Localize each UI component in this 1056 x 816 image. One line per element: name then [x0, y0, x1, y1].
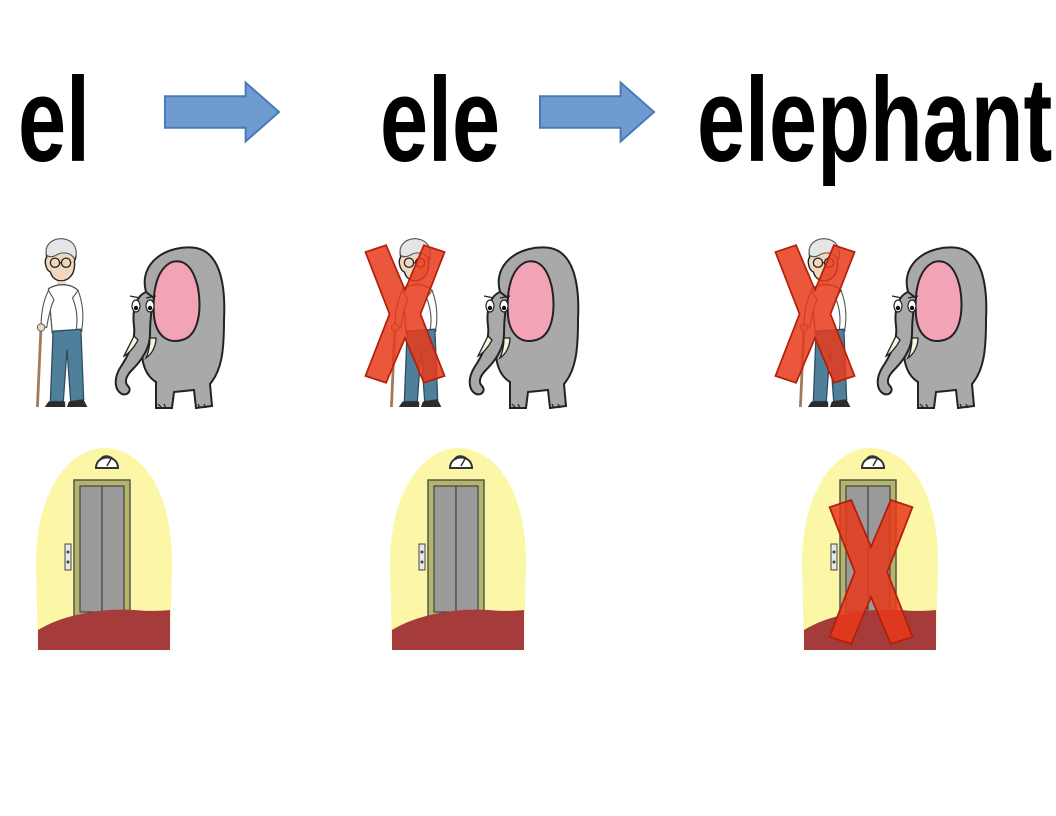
old-man-icon — [30, 228, 104, 414]
right-arrow-icon — [538, 80, 656, 149]
elephant-icon — [868, 240, 988, 410]
word-elephant: elephant — [697, 53, 1053, 187]
elephant-icon — [460, 240, 580, 410]
word-ele: ele — [380, 53, 501, 187]
cross-icon — [826, 494, 916, 650]
word-el: el — [18, 53, 91, 187]
elevator-icon — [388, 444, 528, 650]
cross-icon — [772, 236, 858, 392]
cross-icon — [362, 236, 448, 392]
elephant-icon — [106, 240, 226, 410]
elevator-icon — [34, 444, 174, 650]
right-arrow-icon — [163, 80, 281, 149]
